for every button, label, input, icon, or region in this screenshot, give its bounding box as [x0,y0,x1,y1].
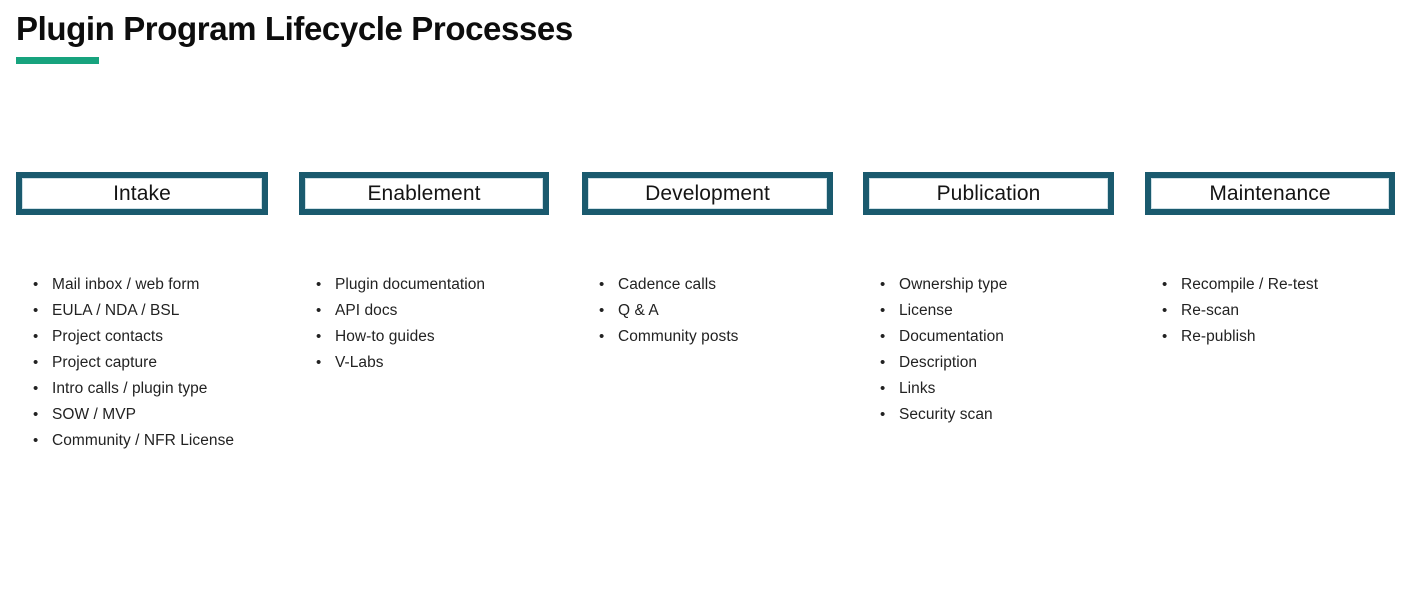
list-item-label: Project contacts [52,328,164,345]
lifecycle-column-maintenance: Maintenance•Recompile / Re-test•Re-scan•… [1145,172,1395,345]
bullet-dot-icon: • [316,328,322,345]
bullet-dot-icon: • [880,328,886,345]
bullet-list-maintenance: • Recompile / Re-test • Re-scan • Re-publish [1145,275,1395,353]
list-item-label: Description [899,354,978,371]
bullet-dot-icon: • [33,406,39,423]
bullet-dot-icon: • [316,354,322,371]
list-item: • V-Labs [299,353,549,379]
phase-box-inner-border: Enablement [305,178,543,209]
list-item-label: Q & A [618,302,659,319]
lifecycle-column-publication: Publication • Ownership type • License • Docum… [863,172,1114,423]
bullet-dot-icon: • [316,302,322,319]
list-item: • How-to guides [299,327,549,353]
phase-label: Maintenance [1209,182,1331,205]
phase-box-inner-border: Maintenance [1151,178,1389,209]
bullet-dot-icon: • [33,354,39,371]
list-item: • Project contacts [16,327,268,353]
list-item-label: Re-scan [1181,302,1240,319]
bullet-dot-icon: • [880,406,886,423]
list-item: • License [863,301,1114,327]
list-item-label: V-Labs [335,354,384,371]
list-item-label: EULA / NDA / BSL [52,302,180,319]
list-item-label: Recompile / Re-test [1181,276,1319,293]
bullet-dot-icon: • [1162,328,1168,345]
list-item-label: Re-publish [1181,328,1256,345]
bullet-dot-icon: • [880,380,886,397]
list-item: • Community posts [582,327,833,353]
list-item-label: Community posts [618,328,739,345]
list-item-label: Intro calls / plugin type [52,380,208,397]
list-item: • Re-scan [1145,301,1395,327]
lifecycle-column-enablement: Enablement • Plugin documentation • API docs… [299,172,549,371]
bullet-dot-icon: • [599,302,605,319]
bullet-list-publication: • Ownership type • License • Documentation • De… [863,275,1114,431]
bullet-dot-icon: • [880,276,886,293]
phase-box-inner-border: Intake [22,178,262,209]
bullet-dot-icon: • [316,276,322,293]
list-item: • Security scan [863,405,1114,431]
lifecycle-column-development: Development • Cadence calls • Q & A • Communit… [582,172,833,345]
phase-box-maintenance[interactable]: Maintenance [1145,172,1395,215]
phase-box-development[interactable]: Development [582,172,833,215]
list-item: • Community / NFR License [16,431,268,457]
title-accent-bar [16,57,99,64]
bullet-dot-icon: • [33,380,39,397]
lifecycle-columns: Intake • Mail inbox / web form • EULA / NDA … [0,172,1427,472]
phase-box-enablement[interactable]: Enablement [299,172,549,215]
lifecycle-column-intake: Intake • Mail inbox / web form • EULA / NDA … [16,172,268,449]
bullet-list-enablement: • Plugin documentation • API docs • How-to gu… [299,275,549,379]
list-item: • Links [863,379,1114,405]
list-item: • Recompile / Re-test [1145,275,1395,301]
list-item: • Q & A [582,301,833,327]
page-title: Plugin Program Lifecycle Processes [16,10,573,47]
list-item: • Ownership type [863,275,1114,301]
list-item-label: Plugin documentation [335,276,486,293]
phase-box-publication[interactable]: Publication [863,172,1114,215]
list-item: • EULA / NDA / BSL [16,301,268,327]
list-item-label: Security scan [899,406,993,423]
phase-box-inner-border: Publication [869,178,1108,209]
list-item: • Project capture [16,353,268,379]
list-item-label: Project capture [52,354,157,371]
list-item: • Documentation [863,327,1114,353]
list-item: • SOW / MVP [16,405,268,431]
list-item: • Description [863,353,1114,379]
list-item-label: Links [899,380,936,397]
list-item: • Intro calls / plugin type [16,379,268,405]
bullet-list-development: • Cadence calls • Q & A • Community posts [582,275,833,353]
phase-label: Enablement [367,182,481,205]
list-item-label: API docs [335,302,398,319]
list-item-label: License [899,302,953,319]
list-item: • Plugin documentation [299,275,549,301]
bullet-dot-icon: • [1162,276,1168,293]
list-item: • API docs [299,301,549,327]
list-item-label: Mail inbox / web form [52,276,200,293]
bullet-dot-icon: • [1162,302,1168,319]
bullet-dot-icon: • [880,302,886,319]
phase-box-intake[interactable]: Intake [16,172,268,215]
list-item-label: Community / NFR License [52,432,235,449]
phase-label: Development [645,182,770,205]
bullet-dot-icon: • [33,328,39,345]
phase-box-inner-border: Development [588,178,827,209]
bullet-dot-icon: • [599,276,605,293]
list-item: • Cadence calls [582,275,833,301]
bullet-dot-icon: • [33,302,39,319]
phase-label: Intake [113,182,171,205]
bullet-dot-icon: • [880,354,886,371]
list-item: • Mail inbox / web form [16,275,268,301]
list-item-label: SOW / MVP [52,406,136,423]
phase-label: Publication [936,182,1041,205]
list-item: • Re-publish [1145,327,1395,353]
list-item-label: Cadence calls [618,276,717,293]
bullet-list-intake: •Mail inbox / web form•EULA / NDA / BSL•… [16,275,268,457]
list-item-label: How-to guides [335,328,435,345]
bullet-dot-icon: • [33,276,39,293]
bullet-dot-icon: • [33,432,39,449]
list-item-label: Ownership type [899,276,1008,293]
bullet-dot-icon: • [599,328,605,345]
list-item-label: Documentation [899,328,1004,345]
